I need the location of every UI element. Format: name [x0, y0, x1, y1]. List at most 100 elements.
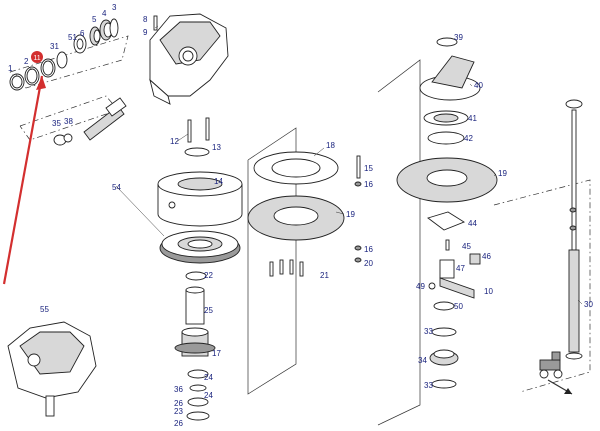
nut-16a — [354, 181, 362, 187]
ring-24 — [187, 369, 209, 379]
label-33b: 33 — [424, 381, 433, 390]
bolt-15 — [356, 155, 361, 179]
part-labels: 1 2 31 51 5 4 6 3 35 38 8 9 12 13 14 54 … — [8, 3, 593, 428]
tractor-icon — [539, 351, 563, 379]
frame-rod-group — [493, 179, 591, 393]
pins-12 — [187, 117, 210, 143]
highlight-badge-11: 11 — [31, 51, 43, 63]
label-54: 54 — [112, 183, 121, 192]
drum-14 — [157, 171, 243, 227]
label-50: 50 — [454, 302, 463, 311]
label-6: 6 — [80, 29, 85, 38]
plate-44 — [427, 211, 465, 231]
label-46: 46 — [482, 252, 491, 261]
ring-gear-54 — [159, 230, 241, 264]
sleeve-25 — [185, 286, 205, 325]
hub-17 — [174, 327, 216, 357]
label-31: 31 — [50, 42, 59, 51]
label-47: 47 — [456, 264, 465, 273]
plate-18 — [253, 151, 339, 185]
bearing-5 — [89, 26, 101, 46]
bearing-41 — [423, 110, 469, 126]
bearing-51 — [73, 34, 87, 54]
label-1: 1 — [8, 64, 13, 73]
label-22: 22 — [204, 271, 213, 280]
ring-36 — [189, 384, 207, 392]
ring-23 — [187, 397, 209, 407]
label-23: 23 — [174, 407, 183, 416]
frame-shaft-group — [9, 35, 129, 89]
direction-arrow-icon — [547, 379, 573, 395]
nut-29 — [569, 225, 577, 231]
bearing-22 — [185, 271, 207, 281]
ring-39 — [436, 37, 458, 47]
label-24a: 24 — [204, 373, 213, 382]
label-21: 21 — [320, 271, 329, 280]
ring-33b — [431, 379, 457, 389]
label-4: 4 — [102, 9, 107, 18]
label-45: 45 — [462, 242, 471, 251]
label-30: 30 — [584, 300, 593, 309]
seal-ring-11 — [40, 58, 56, 78]
ring-26 — [186, 411, 210, 421]
label-14: 14 — [214, 177, 223, 186]
nut-28 — [569, 207, 577, 213]
label-19b: 19 — [498, 169, 507, 178]
label-34: 34 — [418, 356, 427, 365]
nut-16b — [354, 245, 362, 251]
ring-2 — [24, 66, 40, 86]
label-44: 44 — [468, 219, 477, 228]
bearing-4-3 — [99, 18, 119, 41]
label-42: 42 — [464, 134, 473, 143]
label-17: 17 — [212, 349, 221, 358]
pin-8-9 — [153, 15, 158, 31]
label-13: 13 — [212, 143, 221, 152]
label-16a: 16 — [364, 180, 373, 189]
label-25: 25 — [204, 306, 213, 315]
label-41: 41 — [468, 114, 477, 123]
label-40: 40 — [474, 81, 483, 90]
label-49: 49 — [416, 282, 425, 291]
gearbox-55 — [7, 321, 97, 417]
label-5: 5 — [92, 15, 97, 24]
label-20: 20 — [364, 259, 373, 268]
label-26b: 26 — [174, 419, 183, 428]
label-9: 9 — [143, 28, 148, 37]
label-3: 3 — [112, 3, 117, 12]
ring-33a — [431, 327, 457, 337]
label-11: 11 — [33, 55, 40, 62]
red-arrow — [2, 75, 46, 285]
cover-40 — [419, 55, 481, 101]
label-33a: 33 — [424, 327, 433, 336]
label-39: 39 — [454, 33, 463, 42]
ring-13 — [184, 147, 210, 157]
gearbox-housing — [149, 13, 229, 105]
label-26a: 26 — [174, 399, 183, 408]
label-24b: 24 — [204, 391, 213, 400]
snap-ring-1 — [9, 73, 25, 91]
label-51: 51 — [68, 33, 77, 42]
washer-31 — [56, 51, 68, 69]
ring-50 — [433, 301, 455, 311]
label-19a: 19 — [346, 210, 355, 219]
bolt-45 — [445, 239, 450, 251]
frame-hub-group — [377, 59, 421, 426]
label-35: 35 — [52, 119, 61, 128]
plate-19-left — [247, 195, 345, 241]
bolts-21 — [269, 259, 304, 277]
frame-disc-group — [247, 127, 297, 395]
label-18: 18 — [326, 141, 335, 150]
nut-20 — [354, 257, 362, 263]
pinion-shaft — [53, 97, 127, 146]
label-10: 10 — [484, 287, 493, 296]
lever-47 — [439, 259, 475, 299]
block-46 — [469, 253, 481, 265]
label-2: 2 — [24, 57, 29, 66]
plate-19-right — [396, 157, 498, 203]
spring-34 — [429, 349, 459, 366]
label-15: 15 — [364, 164, 373, 173]
label-36: 36 — [174, 385, 183, 394]
leader-lines — [15, 25, 583, 305]
label-8: 8 — [143, 15, 148, 24]
